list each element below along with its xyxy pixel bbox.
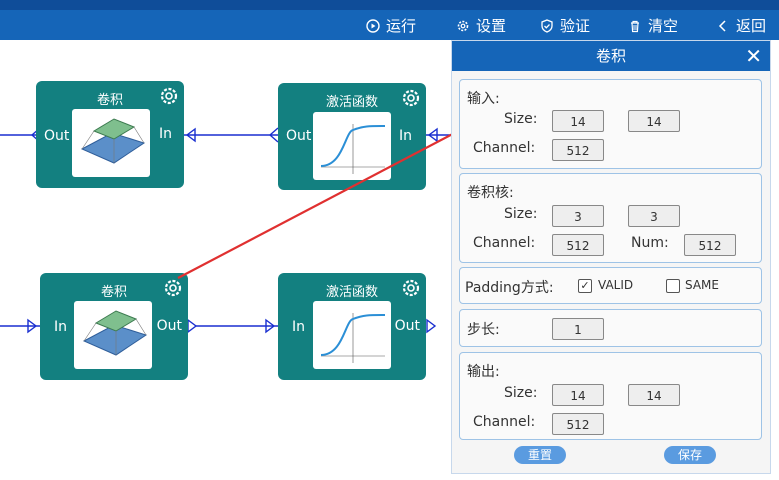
activation-node-top[interactable]: 激活函数 Out In bbox=[278, 83, 426, 190]
stride-label: 步长: bbox=[467, 322, 500, 338]
sigmoid-illustration bbox=[313, 112, 391, 180]
node-title: 卷积 bbox=[100, 285, 127, 300]
output-size-height-field[interactable]: 14 bbox=[628, 384, 680, 406]
valid-label: VALID bbox=[598, 278, 634, 292]
settings-button[interactable]: 设置 bbox=[456, 15, 506, 36]
play-icon bbox=[366, 18, 380, 33]
back-label: 返回 bbox=[736, 17, 767, 35]
output-channel-field[interactable]: 512 bbox=[552, 413, 604, 435]
node-title: 激活函数 bbox=[325, 285, 378, 300]
properties-panel: 卷积 ✕ 输入: Size: 14 14 Channel: 512 卷积核: S… bbox=[451, 40, 771, 474]
panel-header: 卷积 ✕ bbox=[452, 41, 770, 71]
padding-label: Padding方式: bbox=[465, 280, 554, 296]
port-in[interactable]: In bbox=[398, 128, 412, 144]
same-checkbox[interactable] bbox=[666, 279, 680, 293]
port-out[interactable]: Out bbox=[156, 318, 182, 334]
port-in[interactable]: In bbox=[292, 319, 306, 335]
kernel-group: 卷积核: Size: 3 3 Channel: 512 Num: 512 bbox=[459, 173, 762, 263]
settings-label: 设置 bbox=[476, 17, 507, 35]
kernel-num-field[interactable]: 512 bbox=[684, 234, 736, 256]
port-in[interactable]: In bbox=[158, 126, 172, 142]
kernel-num-label: Num: bbox=[631, 235, 669, 251]
same-label: SAME bbox=[685, 278, 719, 292]
kernel-channel-field[interactable]: 512 bbox=[552, 234, 604, 256]
gear-icon[interactable] bbox=[159, 86, 179, 106]
save-button[interactable]: 保存 bbox=[664, 446, 716, 464]
output-size-width-field[interactable]: 14 bbox=[552, 384, 604, 406]
kernel-size-label: Size: bbox=[504, 206, 538, 222]
top-toolbar: 运行 设置 验证 清空 返回 bbox=[0, 0, 779, 40]
port-in[interactable]: In bbox=[54, 319, 68, 335]
convolution-illustration bbox=[74, 301, 152, 369]
input-channel-field[interactable]: 512 bbox=[552, 139, 604, 161]
padding-group: Padding方式: ✓ VALID SAME bbox=[459, 267, 762, 304]
output-size-label: Size: bbox=[504, 385, 538, 401]
output-label: 输出: bbox=[467, 364, 500, 380]
gear-icon[interactable] bbox=[401, 278, 421, 298]
port-out[interactable]: Out bbox=[44, 128, 70, 144]
activation-node-bottom[interactable]: 激活函数 In Out bbox=[278, 273, 426, 380]
panel-title: 卷积 bbox=[595, 47, 626, 65]
input-size-label: Size: bbox=[504, 111, 538, 127]
output-group: 输出: Size: 14 14 Channel: 512 bbox=[459, 352, 762, 440]
clear-button[interactable]: 清空 bbox=[628, 15, 678, 36]
verify-label: 验证 bbox=[560, 17, 591, 35]
valid-checkbox[interactable]: ✓ bbox=[578, 279, 592, 293]
clear-label: 清空 bbox=[648, 17, 679, 35]
convolution-illustration bbox=[72, 109, 150, 177]
input-channel-label: Channel: bbox=[473, 140, 536, 156]
verify-button[interactable]: 验证 bbox=[540, 15, 590, 36]
input-size-width-field[interactable]: 14 bbox=[552, 110, 604, 132]
node-title: 卷积 bbox=[96, 93, 123, 108]
trash-icon bbox=[631, 20, 639, 32]
shield-check-icon bbox=[541, 18, 553, 33]
kernel-size-height-field[interactable]: 3 bbox=[628, 205, 680, 227]
kernel-channel-label: Channel: bbox=[473, 235, 536, 251]
conv-node-bottom[interactable]: 卷积 In Out bbox=[40, 273, 188, 380]
chevron-left-icon bbox=[718, 19, 726, 32]
kernel-label: 卷积核: bbox=[467, 185, 514, 201]
back-button[interactable]: 返回 bbox=[716, 15, 766, 36]
gear-icon[interactable] bbox=[401, 88, 421, 108]
stride-field[interactable]: 1 bbox=[552, 318, 604, 340]
input-group: 输入: Size: 14 14 Channel: 512 bbox=[459, 79, 762, 169]
run-label: 运行 bbox=[386, 17, 417, 35]
kernel-size-width-field[interactable]: 3 bbox=[552, 205, 604, 227]
graph-canvas[interactable]: 卷积 Out In 激活函数 Out In 卷积 In Out 激活函数 In … bbox=[0, 40, 452, 480]
input-label: 输入: bbox=[467, 91, 500, 107]
port-out[interactable]: Out bbox=[394, 318, 420, 334]
input-size-height-field[interactable]: 14 bbox=[628, 110, 680, 132]
conv-node-top[interactable]: 卷积 Out In bbox=[36, 81, 184, 188]
gear-icon[interactable] bbox=[163, 278, 183, 298]
port-out[interactable]: Out bbox=[286, 128, 312, 144]
gear-icon bbox=[457, 20, 469, 31]
close-icon[interactable]: ✕ bbox=[745, 44, 762, 68]
sigmoid-illustration bbox=[313, 301, 391, 369]
run-button[interactable]: 运行 bbox=[366, 15, 416, 36]
stride-group: 步长: 1 bbox=[459, 309, 762, 347]
reset-button[interactable]: 重置 bbox=[514, 446, 566, 464]
output-channel-label: Channel: bbox=[473, 414, 536, 430]
